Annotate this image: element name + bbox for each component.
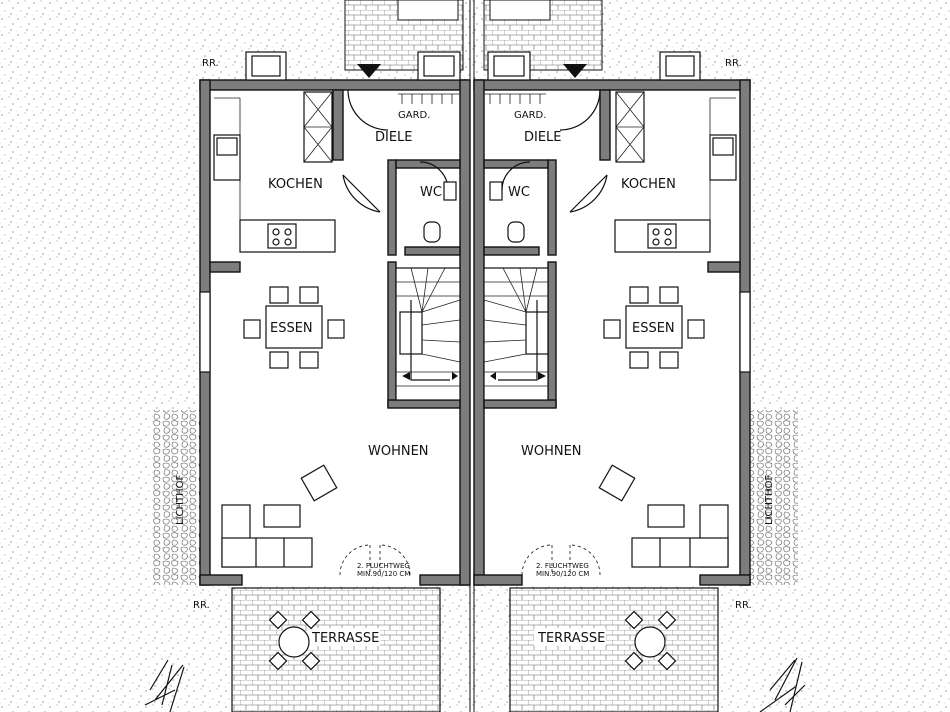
lichthof-label-left: LICHTHOF bbox=[175, 474, 186, 525]
terrace-right bbox=[509, 587, 719, 712]
lichthof-right bbox=[750, 410, 798, 585]
dining-set-right bbox=[603, 286, 705, 369]
kitchen-right bbox=[614, 91, 737, 253]
room-label-essen-left: ESSEN bbox=[270, 321, 313, 336]
room-label-garderobe-left: GARD. bbox=[398, 110, 430, 121]
escape-route-size-right: MIN.90/120 CM bbox=[536, 570, 589, 578]
room-label-wohnen-right: WOHNEN bbox=[521, 444, 582, 459]
escape-route-label-left: 2. FLUCHTWEG bbox=[357, 562, 410, 570]
rr-marker-top-right: RR. bbox=[725, 58, 742, 69]
living-furniture-right bbox=[598, 464, 729, 568]
terrace-label-left: TERRASSE bbox=[311, 631, 379, 646]
room-label-essen-right: ESSEN bbox=[632, 321, 675, 336]
escape-route-size-left: MIN.90/120 CM bbox=[357, 570, 410, 578]
rr-marker-top-left: RR. bbox=[202, 58, 219, 69]
room-label-wc-right: WC bbox=[508, 185, 530, 200]
room-label-diele-left: DIELE bbox=[375, 130, 413, 145]
lichthof-left bbox=[152, 410, 200, 585]
room-label-wc-left: WC bbox=[420, 185, 442, 200]
rr-marker-bottom-right: RR. bbox=[735, 600, 752, 611]
terrace-label-bg-right bbox=[534, 628, 606, 646]
kitchen-left bbox=[213, 91, 336, 253]
wc-fixtures bbox=[423, 181, 525, 243]
living-furniture-left bbox=[221, 464, 338, 568]
rr-marker-bottom-left: RR. bbox=[193, 600, 210, 611]
lichthof-label-right: LICHTHOF bbox=[764, 474, 775, 525]
room-label-diele-right: DIELE bbox=[524, 130, 562, 145]
room-label-kochen-left: KOCHEN bbox=[268, 177, 323, 192]
stair-right bbox=[483, 267, 549, 401]
entrance-step-left bbox=[397, 0, 459, 21]
entrance-step-right bbox=[489, 0, 551, 21]
entrance-arrow-left bbox=[357, 64, 381, 78]
terrace-table-set-right bbox=[624, 610, 677, 671]
room-label-kochen-right: KOCHEN bbox=[621, 177, 676, 192]
entrance-arrow-right bbox=[563, 64, 587, 78]
terrace-left bbox=[231, 587, 441, 712]
terrace-label-bg-left bbox=[308, 628, 380, 646]
terrace-table-set-left bbox=[268, 610, 321, 671]
planting-left bbox=[144, 659, 185, 712]
dining-set-left bbox=[243, 286, 345, 369]
room-label-wohnen-left: WOHNEN bbox=[368, 444, 429, 459]
escape-route-label-right: 2. FLUCHTWEG bbox=[536, 562, 589, 570]
stair-left bbox=[395, 267, 461, 401]
garderobe-rails bbox=[398, 93, 546, 104]
room-label-garderobe-right: GARD. bbox=[514, 110, 546, 121]
terrace-label-right: TERRASSE bbox=[537, 631, 605, 646]
windows bbox=[199, 51, 751, 373]
planting-right bbox=[759, 657, 806, 712]
